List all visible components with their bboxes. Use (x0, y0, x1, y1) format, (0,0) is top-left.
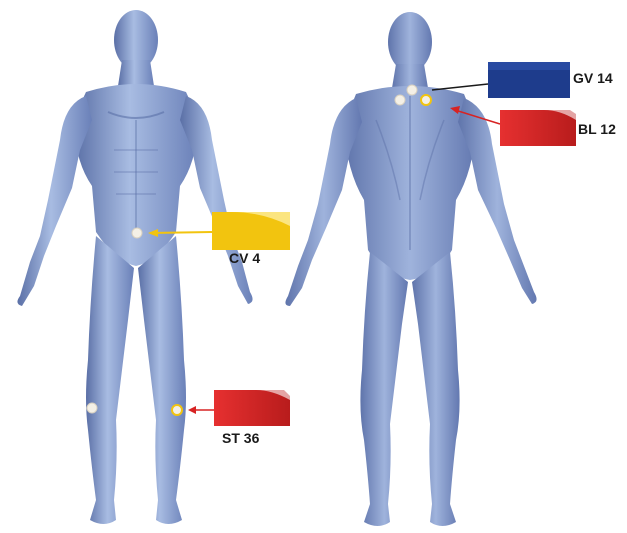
gv14-pointer-line (432, 84, 488, 90)
cv4-pointer-line (150, 232, 212, 233)
back-neck (392, 64, 428, 88)
front-body-figure (17, 10, 252, 524)
st36-label: ST 36 (222, 430, 259, 446)
front-leg-right (138, 236, 186, 524)
gv14-marker (407, 85, 417, 95)
cv4-marker (132, 228, 142, 238)
front-neck (118, 60, 154, 86)
back-leg-left (360, 252, 408, 526)
gv14-label: GV 14 (573, 70, 613, 86)
bl12-flag (500, 110, 576, 146)
front-leg-left (86, 236, 134, 524)
st36-marker (172, 405, 182, 415)
back-head (388, 12, 432, 72)
bl12-label: BL 12 (578, 121, 616, 137)
bl12-marker-contralateral (395, 95, 405, 105)
back-arm-left (285, 98, 362, 306)
st36-marker-contralateral (87, 403, 97, 413)
bl12-marker (421, 95, 431, 105)
back-leg-right (412, 252, 460, 526)
st36-flag (214, 390, 290, 426)
front-arm-right (180, 96, 253, 304)
cv4-label: CV 4 (229, 250, 260, 266)
front-arm-left (17, 96, 92, 306)
